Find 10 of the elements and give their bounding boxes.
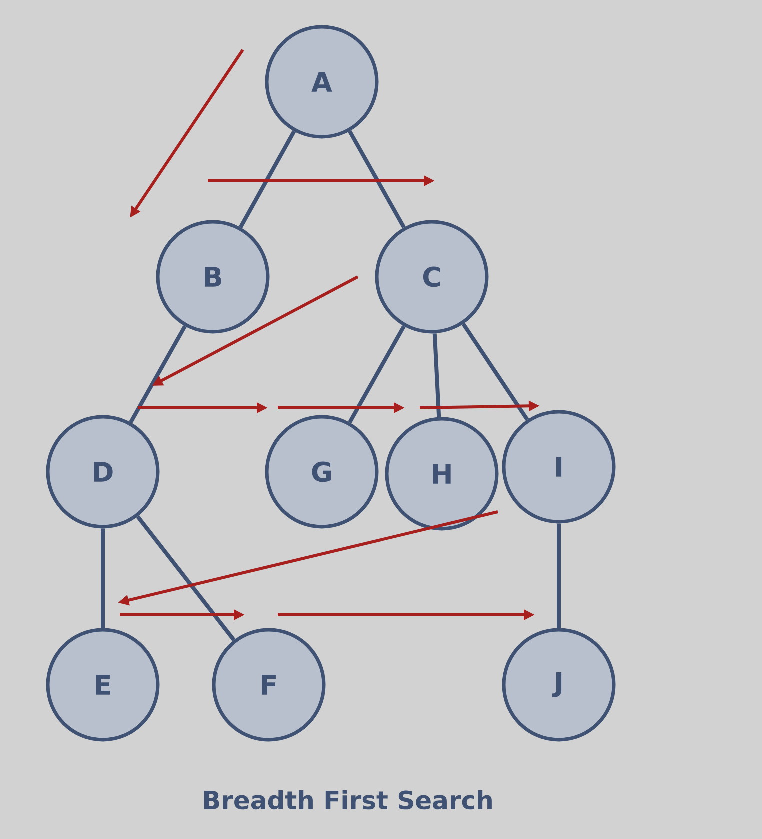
tree-edge <box>348 325 406 424</box>
caption: Breadth First Search <box>204 790 492 810</box>
tree-edge <box>101 528 105 628</box>
tree-edge <box>129 325 187 424</box>
tree-edge <box>238 130 296 228</box>
tree-edge <box>432 334 442 418</box>
tree-edge <box>462 323 530 421</box>
tree-edge <box>557 524 561 628</box>
tree-edge <box>136 516 236 642</box>
tree-edge <box>348 130 406 229</box>
